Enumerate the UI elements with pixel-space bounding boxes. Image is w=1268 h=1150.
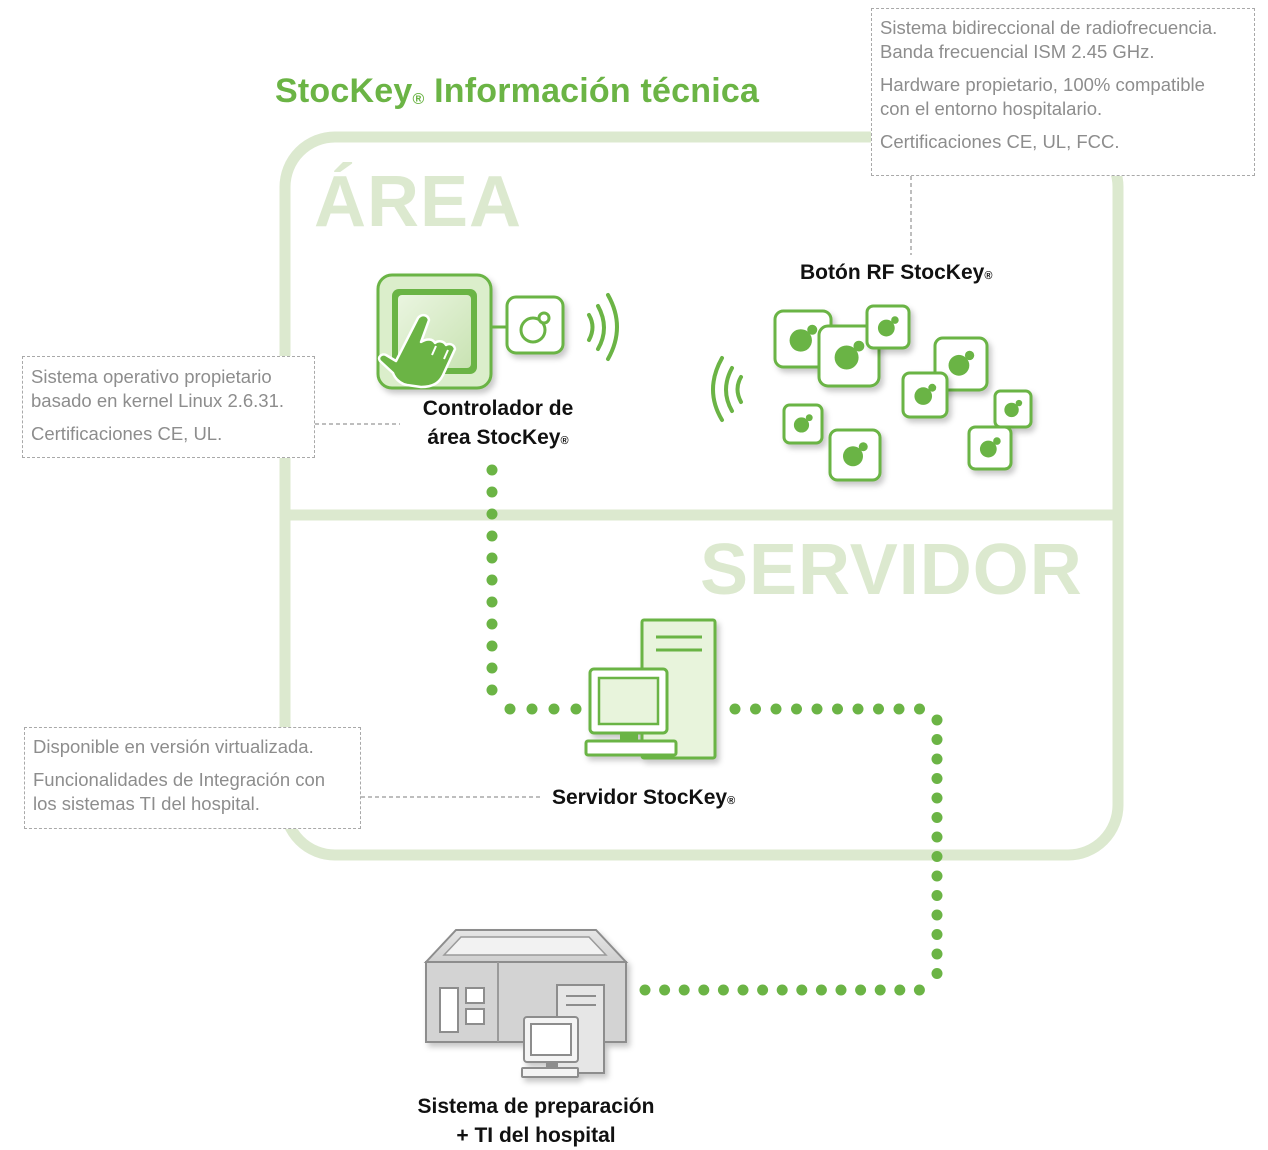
- connector-dot: [835, 984, 847, 996]
- connector-dot: [832, 703, 843, 715]
- note-rf-line-2: Banda frecuencial ISM 2.45 GHz.: [880, 41, 1155, 62]
- connector-dot: [548, 703, 560, 715]
- note-rf-line-5: Certificaciones CE, UL, FCC.: [880, 131, 1120, 152]
- connector-dot: [894, 984, 906, 996]
- rf-button-icon: [782, 403, 824, 445]
- note-controller-line-1: Sistema operativo propietario: [31, 366, 272, 387]
- connector-dot: [931, 948, 943, 960]
- connector-dot: [486, 530, 498, 542]
- connector-dot: [504, 703, 516, 715]
- connector-dot: [931, 968, 943, 979]
- note-server-line-2: Funcionalidades de Integración con: [33, 769, 326, 790]
- rf-button-icon: [828, 428, 882, 482]
- connector-dot: [931, 753, 943, 765]
- connector-dot: [931, 734, 943, 745]
- connector-dot: [770, 703, 782, 715]
- connector-dot: [698, 984, 710, 996]
- connector-dot: [873, 703, 884, 715]
- zone-label-servidor: SERVIDOR: [700, 530, 1083, 610]
- rf-buttons-icon: [773, 304, 1033, 482]
- signal-waves-right-icon: [587, 293, 619, 361]
- note-server-line-3: los sistemas TI del hospital.: [33, 793, 260, 814]
- note-controller-specs: Sistema operativo propietario basado en …: [22, 356, 315, 458]
- connector-dot: [791, 703, 802, 715]
- connector-dot: [486, 640, 498, 652]
- rf-button-icon: [901, 371, 949, 419]
- connector-dot: [486, 464, 498, 476]
- connector-dot: [678, 984, 690, 996]
- server-label: Servidor StocKey®: [552, 786, 736, 809]
- connector-dot: [914, 703, 925, 715]
- signal-waves-left-icon: [711, 356, 743, 422]
- note-server-specs: Disponible en versión virtualizada. Func…: [24, 727, 361, 829]
- hand-pointer-icon: [377, 313, 457, 389]
- connector-dot: [931, 831, 943, 843]
- rf-button-icon: [865, 304, 911, 350]
- rf-button-icon: [993, 389, 1033, 429]
- connector-dot: [931, 909, 943, 921]
- note-controller-line-2: basado en kernel Linux 2.6.31.: [31, 390, 285, 411]
- connector-dot: [931, 870, 943, 882]
- connector-dot: [811, 703, 823, 715]
- connector-dot: [852, 703, 864, 715]
- connector-dot: [931, 890, 943, 901]
- connector-dot: [931, 929, 943, 940]
- connector-dot: [931, 714, 943, 726]
- connector-dot: [729, 703, 741, 715]
- connector-dot: [796, 984, 808, 996]
- note-controller-line-3: Certificaciones CE, UL.: [31, 423, 223, 444]
- connector-dot: [757, 984, 769, 996]
- connector-dot: [815, 984, 827, 996]
- hospital-label: Sistema de preparación+ TI del hospital: [417, 1095, 655, 1147]
- connector-dot: [526, 703, 538, 715]
- page-title: StocKey® Información técnica: [275, 72, 760, 110]
- rf-button-icon: [967, 425, 1013, 471]
- connector-dot: [659, 984, 671, 996]
- connector-dot: [893, 703, 905, 715]
- connector-dot: [931, 851, 943, 862]
- zone-frame: [279, 131, 1124, 861]
- rf-button-icon: [817, 324, 881, 388]
- connector-dot: [486, 552, 498, 564]
- connector-dot: [486, 662, 498, 674]
- server-icon: [584, 618, 717, 760]
- connector-dot: [750, 703, 761, 715]
- connector-dot: [717, 984, 729, 996]
- connector-dot: [639, 984, 651, 996]
- connector-dot: [486, 508, 498, 520]
- note-rf-specs: Sistema bidireccional de radiofrecuencia…: [871, 8, 1255, 176]
- note-server-line-1: Disponible en versión virtualizada.: [33, 736, 314, 757]
- connector-dot: [486, 574, 498, 586]
- connection-server-hospital: [639, 703, 943, 996]
- zone-label-area: ÁREA: [314, 162, 523, 242]
- note-rf-line-3: Hardware propietario, 100% compatible: [880, 74, 1205, 95]
- hospital-system-icon: [423, 929, 629, 1078]
- note-rf-line-4: con el entorno hospitalario.: [880, 98, 1103, 119]
- connector-dot: [737, 984, 749, 996]
- connector-dot: [486, 596, 498, 608]
- connector-dot: [776, 984, 788, 996]
- connector-dot: [931, 812, 943, 823]
- connector-dot: [570, 703, 582, 715]
- connector-dot: [486, 486, 498, 498]
- note-rf-line-1: Sistema bidireccional de radiofrecuencia…: [880, 17, 1218, 38]
- connector-dot: [855, 984, 867, 996]
- connector-dot: [486, 618, 498, 630]
- connector-dot: [931, 792, 943, 804]
- connector-dot: [874, 984, 886, 996]
- rf-button-label: Botón RF StocKey®: [800, 261, 993, 284]
- connection-controller-server: [486, 464, 582, 715]
- rf-module-icon: [505, 295, 565, 355]
- connector-dot: [486, 684, 498, 696]
- connector-dot: [913, 984, 925, 996]
- connector-dot: [931, 773, 943, 784]
